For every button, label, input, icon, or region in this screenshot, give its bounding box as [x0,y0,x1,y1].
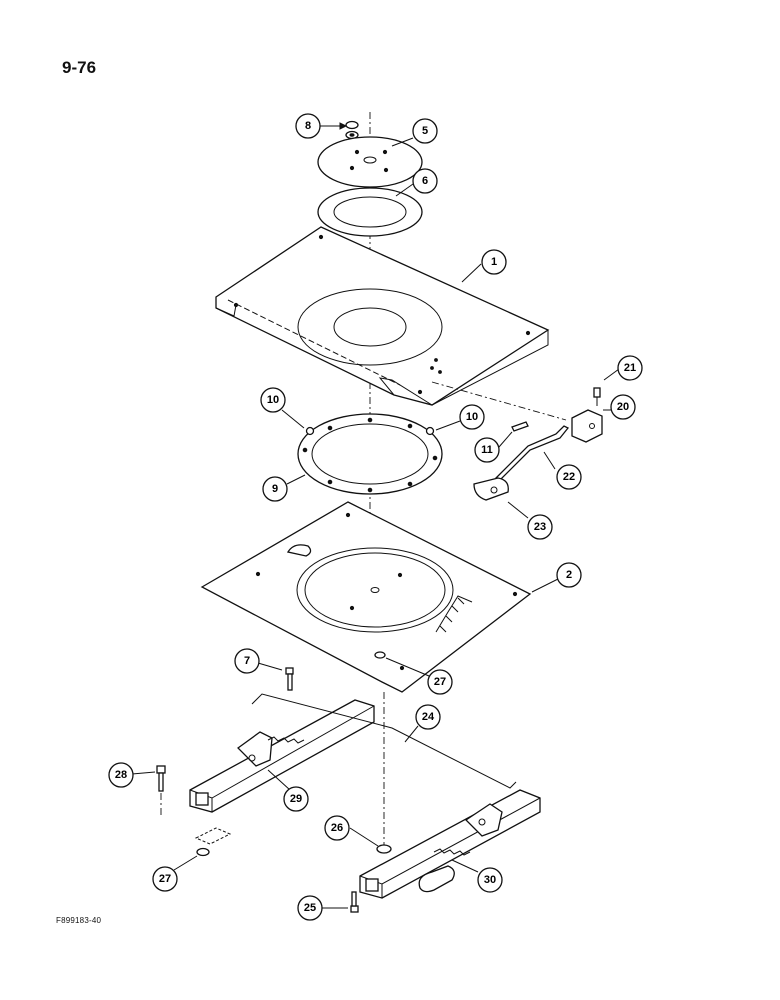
callout-6: 6 [412,168,438,194]
callout-7-label: 7 [244,655,250,667]
callout-2-label: 2 [566,569,572,581]
leader-lines [131,122,620,909]
part-25-bolt [350,891,359,913]
callout-9: 9 [262,476,288,502]
callout-1-label: 1 [491,256,497,268]
callout-23: 23 [527,514,553,540]
callout-30-label: 30 [484,874,496,886]
part-29-left-rail [189,699,375,813]
lever-leader-line [431,381,567,421]
callout-27-lower: 27 [152,866,178,892]
part-10-ball-right [425,426,435,436]
callout-26-label: 26 [331,822,343,834]
callout-20: 20 [610,394,636,420]
callout-27-upper-label: 27 [434,676,446,688]
callout-11-label: 11 [481,444,493,456]
part-22-lever [494,425,570,481]
callout-10-right-label: 10 [466,411,478,423]
callout-24: 24 [415,704,441,730]
part-10-ball-left [305,426,315,436]
callout-23-label: 23 [534,521,546,533]
part-9-bearing-ring [297,413,443,495]
callout-8: 8 [295,113,321,139]
callout-11: 11 [474,437,500,463]
callout-2: 2 [556,562,582,588]
part-26-washer [376,844,392,854]
callout-28: 28 [108,762,134,788]
callout-30: 30 [477,867,503,893]
callout-24-label: 24 [422,711,435,723]
callout-22: 22 [556,464,582,490]
part-5-plate [317,136,423,188]
callout-21: 21 [617,355,643,381]
callout-29: 29 [283,786,309,812]
callout-10-left-label: 10 [267,394,279,406]
callout-29-label: 29 [290,793,302,805]
part-21-screw [593,387,601,406]
part-8-nut [345,120,359,140]
callout-8-label: 8 [305,120,311,132]
callout-26: 26 [324,815,350,841]
callout-9-label: 9 [272,483,278,495]
part-28-bolt [156,765,166,815]
callout-1: 1 [481,249,507,275]
callout-7: 7 [234,648,260,674]
page-number: 9-76 [62,58,97,77]
callout-27-upper: 27 [427,669,453,695]
callout-6-label: 6 [422,175,428,187]
callout-20-label: 20 [617,401,629,413]
callout-10-left: 10 [260,387,286,413]
part-27-nut-lower [194,827,232,857]
figure-code: F899183-40 [56,916,102,925]
callout-25: 25 [297,895,323,921]
callout-10-right: 10 [459,404,485,430]
part-20-bracket [571,409,603,443]
part-6-washer [317,187,423,237]
callout-5: 5 [412,118,438,144]
callout-5-label: 5 [422,125,428,137]
part-2-lower-plate [200,501,532,693]
callout-28-label: 28 [115,769,127,781]
part-1-upper-plate [215,226,550,406]
part-24-rod [251,693,517,789]
part-30-right-rail [359,789,541,899]
part-11-pin [511,421,529,432]
part-7-bolt [285,667,294,691]
part-23-handle [473,477,509,501]
callout-27-lower-label: 27 [159,873,171,885]
callout-21-label: 21 [624,362,636,374]
callout-22-label: 22 [563,471,575,483]
callout-25-label: 25 [304,902,316,914]
